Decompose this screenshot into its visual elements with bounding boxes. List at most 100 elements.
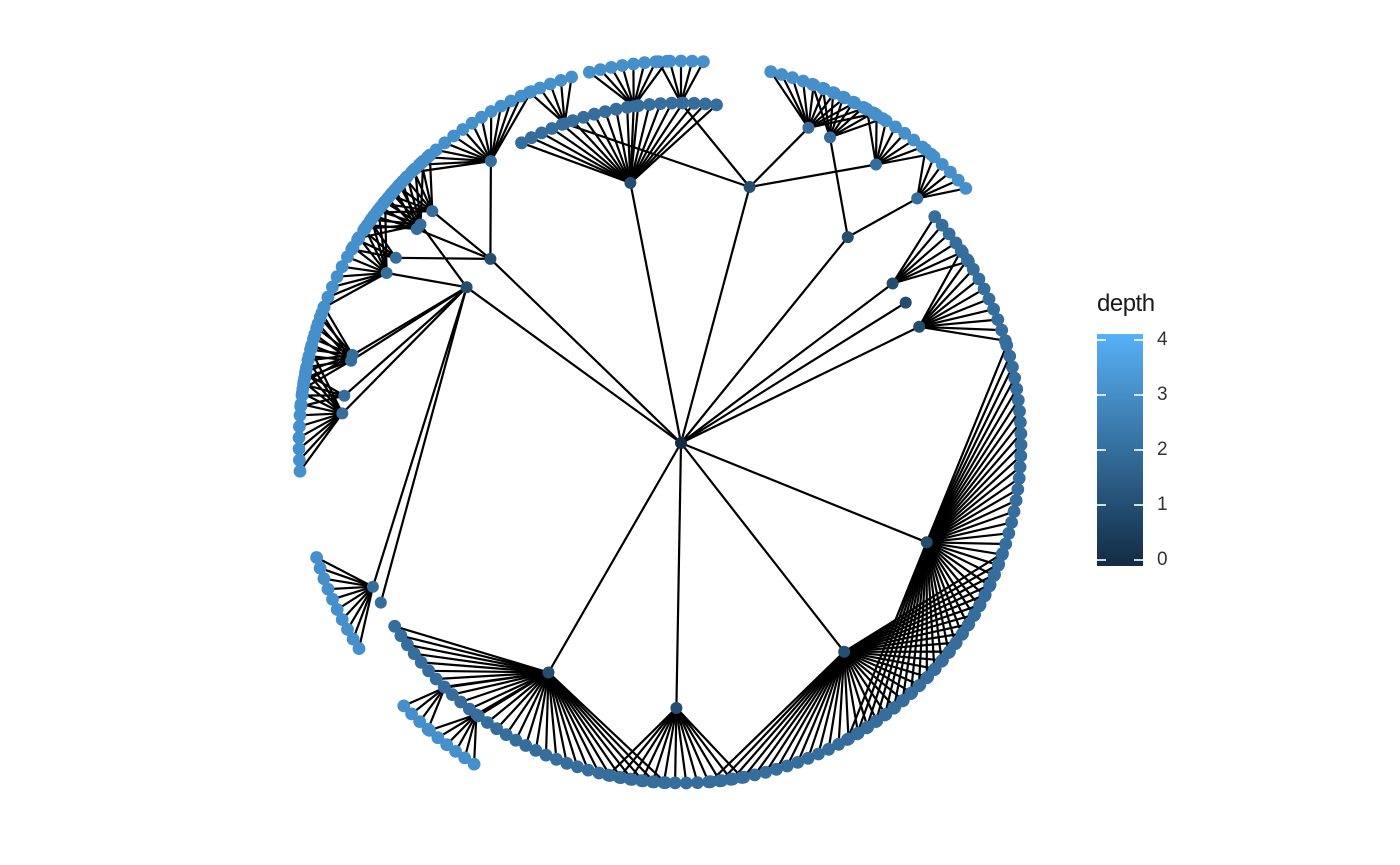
tree-node: [1014, 438, 1028, 452]
tree-node: [542, 666, 555, 679]
tree-edge: [431, 210, 492, 260]
tree-node: [429, 672, 443, 686]
tree-edge: [393, 625, 550, 674]
tree-node: [1009, 494, 1023, 507]
tree-edge: [415, 227, 492, 260]
tree-node: [326, 592, 339, 606]
tree-edge: [679, 301, 907, 445]
tree-node: [396, 175, 409, 188]
tree-node: [481, 716, 494, 729]
tree-node: [816, 81, 830, 95]
tree-node: [944, 165, 957, 179]
tree-node: [687, 96, 701, 110]
tree-node: [415, 156, 428, 170]
tree-node: [691, 776, 704, 789]
tree-node: [458, 751, 472, 765]
tree-node: [1000, 338, 1014, 352]
tree-node: [422, 664, 435, 678]
tree-node: [467, 757, 481, 771]
tree-node: [294, 400, 308, 413]
tree-node: [1003, 349, 1017, 363]
tree-node: [983, 578, 997, 592]
tree-node: [345, 242, 359, 256]
tree-node: [321, 582, 335, 596]
tree-node: [968, 608, 981, 621]
tree-node: [297, 376, 311, 389]
tree-node: [702, 775, 715, 789]
tree-node: [1006, 360, 1019, 374]
tree-edge: [489, 257, 683, 445]
tree-edge: [679, 236, 849, 445]
tree-node: [545, 122, 559, 135]
tree-node: [515, 136, 528, 150]
tree-edge: [629, 181, 683, 445]
tree-node: [679, 776, 693, 790]
tree-node: [397, 699, 411, 713]
tree-edge: [679, 101, 751, 189]
tree-node: [1014, 416, 1027, 429]
tree-node: [995, 323, 1009, 337]
tree-node: [440, 738, 454, 752]
tree-edge: [394, 256, 492, 260]
tree-node: [919, 143, 932, 156]
tree-node: [876, 112, 890, 125]
tree-node: [1014, 449, 1028, 463]
tree-node: [577, 110, 590, 124]
tree-node: [759, 765, 772, 779]
tree-node: [675, 437, 687, 449]
tree-node: [1010, 382, 1024, 396]
tree-node: [977, 282, 991, 296]
tree-edge: [918, 325, 1007, 342]
tree-node: [896, 693, 910, 707]
tree-node: [470, 708, 483, 721]
tree-node: [812, 747, 825, 761]
tree-edge: [679, 441, 928, 544]
tree-node: [674, 54, 688, 68]
tree-node: [668, 776, 682, 790]
tree-node: [996, 547, 1009, 560]
tree-edge: [351, 286, 468, 357]
tree-edge: [629, 102, 707, 184]
tree-node: [643, 98, 656, 111]
tree-edge: [846, 197, 919, 239]
tree-node: [438, 681, 451, 694]
tree-node: [326, 280, 339, 294]
tree-node: [710, 98, 723, 112]
legend-tick-label: 1: [1157, 494, 1168, 515]
tree-node: [857, 101, 870, 114]
tree-node: [842, 732, 855, 746]
tree-node: [335, 260, 349, 274]
tree-node: [801, 751, 815, 765]
tree-node: [539, 748, 553, 762]
tree-node: [321, 290, 335, 304]
tree-node: [770, 762, 783, 776]
tree-node: [935, 158, 949, 171]
tree-node: [987, 302, 1000, 316]
tree-node: [598, 105, 612, 118]
tree-edge: [657, 60, 683, 105]
tree-node: [330, 603, 344, 616]
tree-node: [913, 678, 927, 692]
tree-nodes: [292, 54, 1028, 790]
legend-tick-label: 0: [1157, 549, 1168, 570]
depth-legend: depth 4 3 2 1 0: [1097, 290, 1217, 580]
tree-node: [292, 442, 306, 456]
tree-node: [806, 77, 819, 91]
tree-edge: [828, 136, 849, 239]
tree-node: [389, 251, 402, 264]
tree-node: [936, 653, 949, 667]
tree-node: [943, 645, 956, 658]
tree-node: [832, 737, 845, 751]
tree-node: [293, 453, 306, 467]
tree-edge: [925, 387, 1018, 544]
tree-node: [558, 117, 571, 130]
tree-node: [484, 155, 497, 168]
tree-edge: [563, 122, 751, 189]
tree-node: [638, 56, 651, 70]
tree-node: [697, 55, 710, 69]
tree-edge: [520, 141, 632, 184]
tree-node: [665, 96, 679, 110]
tree-node: [583, 65, 596, 79]
tree-node: [942, 227, 956, 241]
tree-node: [1011, 483, 1025, 496]
